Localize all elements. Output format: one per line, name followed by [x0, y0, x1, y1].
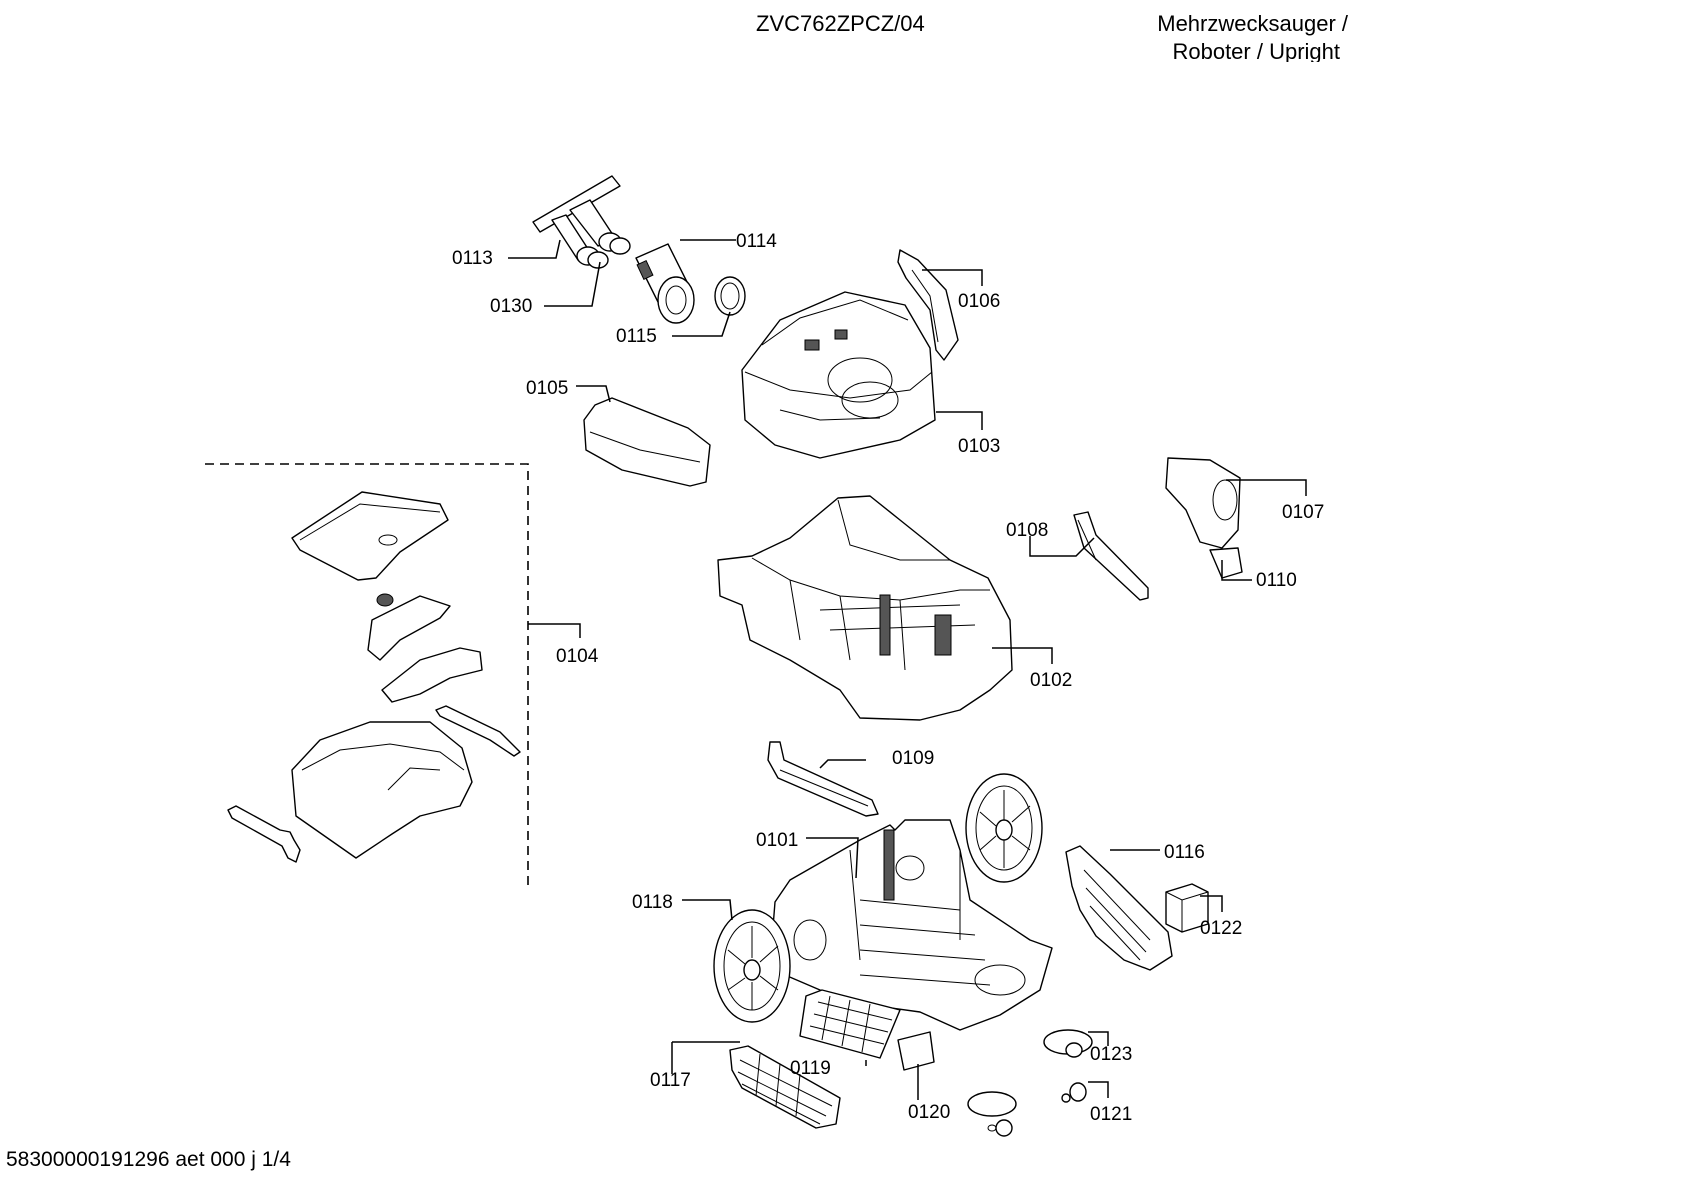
label-0101: 0101	[756, 830, 798, 851]
part-0130-seal-rings[interactable]	[587, 237, 631, 269]
part-0106-handle[interactable]	[897, 249, 959, 361]
part-right-wheel[interactable]	[965, 773, 1043, 883]
part-0122-block[interactable]	[1165, 883, 1209, 933]
label-0106: 0106	[958, 291, 1000, 312]
label-0130: 0130	[490, 296, 532, 317]
category-line-2: Roboter / Upright	[1172, 40, 1340, 62]
label-0121: 0121	[1090, 1104, 1132, 1125]
label-0118: 0118	[632, 892, 673, 913]
label-0109: 0109	[892, 748, 934, 769]
label-0119: 0119	[790, 1058, 831, 1079]
part-0115-ring[interactable]	[714, 276, 746, 316]
part-0123-caster[interactable]	[1043, 1029, 1093, 1058]
label-0117: 0117	[650, 1070, 691, 1091]
part-0110-clip[interactable]	[1209, 547, 1243, 579]
part-0107-side-cover[interactable]	[1165, 457, 1241, 549]
model-number: ZVC762ZPCZ/04	[756, 11, 925, 36]
part-0114-hose-connector[interactable]	[635, 243, 695, 324]
part-0101-base-chassis[interactable]	[771, 819, 1053, 1031]
label-0116: 0116	[1164, 842, 1205, 863]
label-0105: 0105	[526, 378, 568, 399]
part-0102-main-body[interactable]	[717, 495, 1013, 721]
leader-lines	[508, 239, 1307, 1100]
label-0102: 0102	[1030, 670, 1072, 691]
part-0118-left-wheel[interactable]	[713, 909, 791, 1023]
part-0108-bracket[interactable]	[1073, 511, 1149, 601]
label-0114: 0114	[736, 231, 777, 252]
part-0113-nozzle-bracket[interactable]	[532, 175, 622, 266]
part-0119-grille[interactable]	[799, 989, 901, 1059]
category-line-1: Mehrzwecksauger /	[1157, 11, 1348, 36]
part-0105-front-panel[interactable]	[583, 397, 711, 487]
label-0103: 0103	[958, 436, 1000, 457]
label-0110: 0110	[1256, 570, 1297, 591]
document-footer: 58300000191296 aet 000 j 1/4	[6, 1148, 291, 1171]
part-0120-filter[interactable]	[897, 1031, 935, 1071]
part-0121-small-wheel[interactable]	[1061, 1082, 1087, 1103]
label-0104: 0104	[556, 646, 599, 667]
label-0107: 0107	[1282, 502, 1324, 523]
label-0120: 0120	[908, 1102, 950, 1123]
part-0103-top-cover[interactable]	[741, 291, 936, 459]
label-0123: 0123	[1090, 1044, 1132, 1065]
part-lower-caster[interactable]	[967, 1091, 1017, 1137]
part-0117-grid[interactable]	[729, 1045, 841, 1129]
label-0115: 0115	[616, 326, 657, 347]
part-0104-assembly[interactable]	[205, 463, 529, 890]
part-0109-rail[interactable]	[767, 741, 879, 817]
label-0113: 0113	[452, 248, 493, 269]
label-0108: 0108	[1006, 520, 1048, 541]
label-0122: 0122	[1200, 918, 1242, 939]
part-0116-side-grille[interactable]	[1065, 845, 1173, 971]
